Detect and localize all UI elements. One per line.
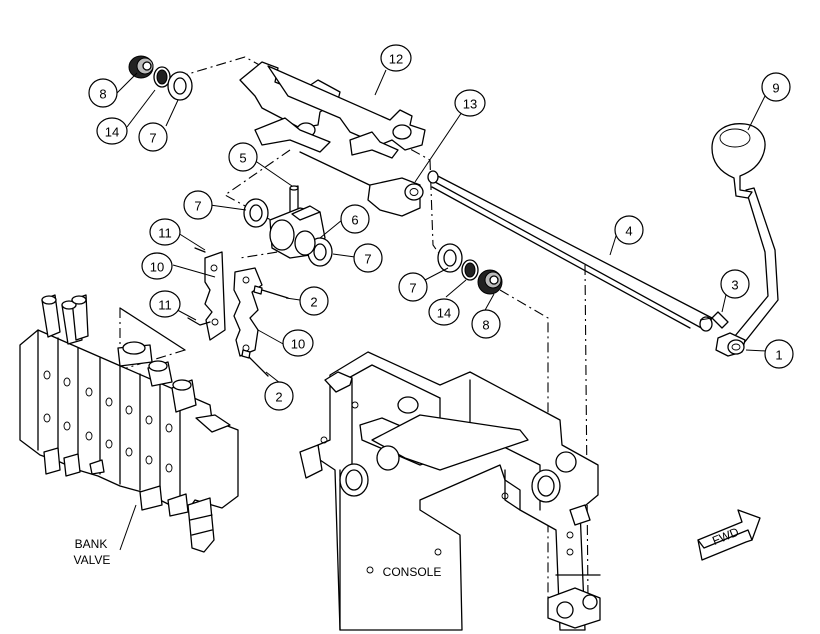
bank-valve-label-line2: VALVE — [74, 553, 111, 567]
washer-7-top — [167, 71, 193, 101]
callout-number: 11 — [158, 226, 172, 241]
callout-circle — [149, 218, 181, 246]
callout-circle — [761, 72, 791, 102]
callout-circle — [340, 204, 370, 234]
callout-circle — [149, 290, 181, 318]
callout-leaders — [116, 69, 769, 384]
callout-number: 2 — [275, 390, 282, 405]
console-label: CONSOLE — [383, 565, 442, 579]
bearing-8-top — [128, 55, 154, 79]
callout-circle — [228, 142, 258, 172]
callout-c9: 9 — [761, 72, 791, 102]
callout-c13: 13 — [454, 89, 486, 117]
bank-valve — [19, 294, 239, 553]
callout-c3: 3 — [720, 269, 750, 299]
knob-9 — [711, 123, 766, 199]
callout-circle — [96, 117, 128, 145]
callout-c5: 5 — [228, 142, 258, 172]
callout-circle — [720, 269, 750, 299]
callout-number: 8 — [99, 87, 106, 102]
callout-number: 1 — [775, 348, 782, 363]
washer-14-top — [153, 66, 171, 88]
callout-number: 14 — [437, 306, 451, 321]
callout-number: 6 — [351, 213, 358, 228]
callout-circle — [353, 243, 383, 273]
callout-circle — [764, 339, 794, 369]
callout-c10a: 10 — [141, 252, 173, 280]
washer-7-right — [294, 230, 333, 267]
callout-c12: 12 — [380, 44, 412, 72]
callout-number: 14 — [105, 125, 119, 140]
callout-number: 3 — [731, 278, 738, 293]
callout-c6: 6 — [340, 204, 370, 234]
screw-2-lower — [241, 349, 269, 377]
callout-c7a: 7 — [138, 122, 168, 152]
callout-circle — [282, 329, 314, 357]
callout-circle — [428, 298, 460, 326]
callout-circle — [183, 190, 213, 220]
callout-circle — [614, 215, 644, 245]
screw-2-upper — [253, 285, 289, 299]
callout-number: 7 — [409, 281, 416, 296]
callout-circle — [88, 78, 118, 108]
screw-11-lower — [187, 317, 211, 326]
washer-14-lower — [461, 259, 479, 281]
bank-valve-leader — [119, 504, 137, 551]
callout-c7c: 7 — [353, 243, 383, 273]
callout-number: 8 — [482, 318, 489, 333]
callout-number: 10 — [291, 337, 305, 352]
callout-number: 7 — [149, 131, 156, 146]
callout-c4: 4 — [614, 215, 644, 245]
callout-number: 12 — [389, 52, 403, 67]
callout-c11b: 11 — [149, 290, 181, 318]
callout-c14a: 14 — [96, 117, 128, 145]
callout-c8a: 8 — [88, 78, 118, 108]
callout-number: 13 — [463, 97, 477, 112]
callout-number: 11 — [158, 298, 172, 313]
callout-c2b: 2 — [264, 381, 294, 411]
callout-number: 2 — [310, 295, 317, 310]
forward-arrow-icon: FWD — [697, 509, 761, 561]
console-frame — [299, 351, 601, 631]
spring-pin-3 — [699, 311, 729, 329]
callout-c11a: 11 — [149, 218, 181, 246]
washer-7-mid — [243, 198, 269, 228]
callout-c7b: 7 — [183, 190, 213, 220]
callout-c7d: 7 — [398, 272, 428, 302]
callout-circle — [471, 309, 501, 339]
rod-4 — [427, 170, 713, 332]
callout-number: 5 — [239, 151, 246, 166]
callout-number: 9 — [772, 81, 779, 96]
bank-valve-label-line1: BANK — [75, 537, 108, 551]
lever-arm-1 — [715, 187, 779, 357]
callout-circle — [141, 252, 173, 280]
callout-circle — [138, 122, 168, 152]
callout-circle — [454, 89, 486, 117]
callout-c14b: 14 — [428, 298, 460, 326]
plate-10-left — [204, 251, 226, 341]
lever-bracket-12 — [239, 61, 426, 217]
fwd-label: FWD — [710, 525, 741, 548]
callout-circle — [380, 44, 412, 72]
screw-11-upper — [194, 247, 206, 253]
callout-circle — [299, 286, 329, 316]
plate-10-right — [233, 267, 263, 357]
callout-circle — [398, 272, 428, 302]
washer-7-lower — [437, 243, 463, 273]
callout-number: 4 — [625, 224, 632, 239]
bearing-8-lower — [477, 269, 503, 295]
callout-c1: 1 — [764, 339, 794, 369]
callout-number: 7 — [364, 252, 371, 267]
callout-number: 7 — [194, 199, 201, 214]
callout-c8b: 8 — [471, 309, 501, 339]
callout-circle — [264, 381, 294, 411]
callout-c2a: 2 — [299, 286, 329, 316]
callout-c10b: 10 — [282, 329, 314, 357]
callout-number: 10 — [150, 260, 164, 275]
